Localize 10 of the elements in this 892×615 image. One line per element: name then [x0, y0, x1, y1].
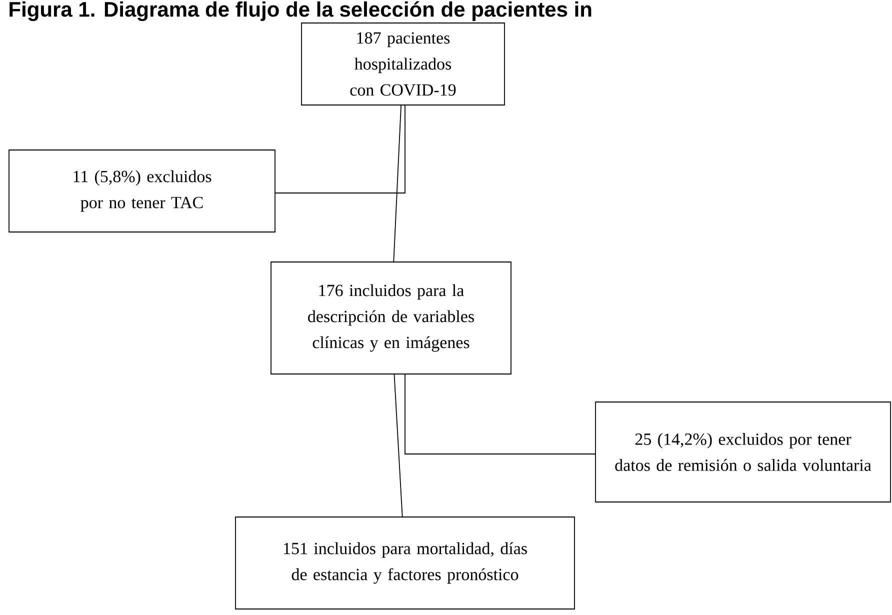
connector-line [404, 374, 596, 454]
process-box: 25 (14,2%) excluidos por tener datos de remisión o salida voluntaria [595, 402, 891, 502]
connector-line [394, 374, 403, 517]
process-box: 151 incluidos para mortalidad, días de estancia y factores pronóstico [235, 516, 575, 610]
connector-line [275, 105, 406, 194]
title: Figura 1. Diagrama de flujo de la selección de pacientes in [10, 1, 592, 22]
process-box: 187 pacientes hospitalizados con COVID-19 [301, 22, 505, 106]
process-box: 11 (5,8%) excluidos por no tener TAC [8, 150, 276, 232]
process-box: 176 incluidos para la descripción de variables clínicas y en imágenes [270, 262, 512, 374]
connector-line [393, 105, 402, 262]
